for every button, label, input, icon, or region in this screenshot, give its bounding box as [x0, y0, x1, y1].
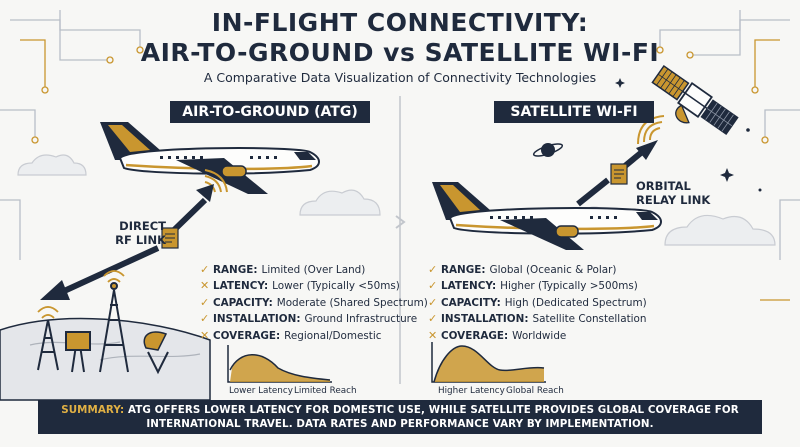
feature-value: Global (Oceanic & Polar) [489, 264, 617, 276]
satellite-airplane-icon [432, 182, 662, 250]
feature-value: Satellite Constellation [532, 313, 647, 326]
earth-globe-icon [0, 317, 211, 401]
atg-feature-list: ✓RANGE:Limited (Over Land) ✕LATENCY:Lowe… [200, 262, 428, 344]
feature-value: Higher (Typically >500ms) [500, 280, 638, 293]
satellite-chart-caption-left: Higher Latency [438, 386, 505, 396]
summary-text: ATG OFFERS LOWER LATENCY FOR DOMESTIC US… [127, 404, 739, 430]
satellite-icon [651, 64, 739, 136]
summary-label: SUMMARY: [61, 404, 125, 416]
atg-feature-range: ✓RANGE:Limited (Over Land) [200, 262, 428, 278]
atg-feature-installation: ✓INSTALLATION:Ground Infrastructure [200, 311, 428, 327]
cross-icon: ✕ [200, 279, 210, 293]
check-icon: ✓ [428, 263, 438, 276]
check-icon: ✓ [428, 312, 438, 326]
feature-value: Limited (Over Land) [261, 264, 366, 276]
satellite-feature-list: ✓RANGE:Global (Oceanic & Polar) ✓LATENCY… [428, 262, 647, 344]
circuit-traces [0, 10, 800, 301]
atg-link-label: DIRECT RF LINK [96, 219, 166, 247]
feature-key: INSTALLATION: [441, 313, 529, 326]
atg-feature-capacity: ✓CAPACITY:Moderate (Shared Spectrum) [200, 295, 428, 311]
atg-document-icon [161, 227, 179, 249]
satellite-section-header: SATELLITE WI-FI [494, 101, 654, 123]
cross-icon: ✕ [200, 328, 210, 342]
feature-key: RANGE: [441, 264, 486, 276]
feature-key: RANGE: [213, 264, 258, 276]
feature-key: COVERAGE: [441, 329, 509, 342]
atg-section-header: AIR-TO-GROUND (ATG) [170, 101, 370, 123]
cell-tower-icons [37, 282, 129, 373]
satellite-link-label-line-1: ORBITAL [636, 179, 691, 193]
planet-icon [532, 143, 564, 157]
feature-value: Lower (Typically <50ms) [272, 280, 400, 293]
atg-mini-chart [227, 345, 332, 383]
check-icon: ✓ [200, 295, 210, 309]
satellite-link-label: ORBITAL RELAY LINK [636, 179, 726, 207]
feature-value: Ground Infrastructure [304, 313, 418, 326]
satellite-feature-capacity: ✓CAPACITY:High (Dedicated Spectrum) [428, 295, 647, 311]
atg-link-label-line-1: DIRECT [119, 219, 166, 233]
feature-value: Regional/Domestic [284, 329, 382, 342]
satellite-signal-waves-icon [637, 115, 665, 145]
feature-value: Worldwide [512, 329, 567, 342]
title-line-2: AIR-TO-GROUND vs SATELLITE WI-FI [140, 38, 660, 67]
check-icon: ✓ [200, 263, 210, 276]
atg-airplane-icon [100, 122, 320, 194]
subtitle: A Comparative Data Visualization of Conn… [203, 70, 597, 85]
divider-chevron-icon [395, 215, 406, 229]
satellite-relay-link-arrow [576, 140, 658, 207]
feature-key: INSTALLATION: [213, 313, 301, 326]
atg-feature-latency: ✕LATENCY:Lower (Typically <50ms) [200, 278, 428, 294]
cross-icon: ✕ [428, 328, 438, 342]
feature-key: CAPACITY: [213, 296, 273, 309]
feature-key: COVERAGE: [213, 329, 281, 342]
atg-chart-caption-right: Limited Reach [294, 386, 357, 396]
check-icon: ✓ [200, 312, 210, 326]
atg-rf-link-arrow [40, 184, 214, 300]
check-icon: ✓ [428, 295, 438, 309]
satellite-document-icon [610, 163, 628, 185]
satellite-link-label-line-2: RELAY LINK [636, 193, 711, 207]
feature-key: LATENCY: [213, 280, 269, 293]
circuit-nodes [31, 46, 769, 144]
feature-value: High (Dedicated Spectrum) [504, 296, 647, 309]
feature-value: Moderate (Shared Spectrum) [276, 296, 428, 309]
satellite-feature-latency: ✓LATENCY:Higher (Typically >500ms) [428, 278, 647, 294]
satellite-feature-coverage: ✕COVERAGE:Worldwide [428, 328, 647, 344]
atg-feature-coverage: ✕COVERAGE:Regional/Domestic [200, 328, 428, 344]
satellite-feature-range: ✓RANGE:Global (Oceanic & Polar) [428, 262, 647, 278]
feature-key: LATENCY: [441, 280, 497, 293]
satellite-chart-caption-right: Global Reach [506, 386, 564, 396]
satellite-dish-icon [143, 331, 169, 375]
feature-key: CAPACITY: [441, 296, 501, 309]
satellite-mini-chart [431, 342, 546, 383]
title-line-1: IN-FLIGHT CONNECTIVITY: [211, 8, 589, 37]
atg-link-label-line-2: RF LINK [115, 233, 166, 247]
check-icon: ✓ [428, 279, 438, 293]
summary-banner: SUMMARY: ATG OFFERS LOWER LATENCY FOR DO… [38, 400, 762, 434]
tower-signal-waves-icon [37, 270, 125, 319]
satellite-feature-installation: ✓INSTALLATION:Satellite Constellation [428, 311, 647, 327]
atg-chart-caption-left: Lower Latency [229, 386, 293, 396]
